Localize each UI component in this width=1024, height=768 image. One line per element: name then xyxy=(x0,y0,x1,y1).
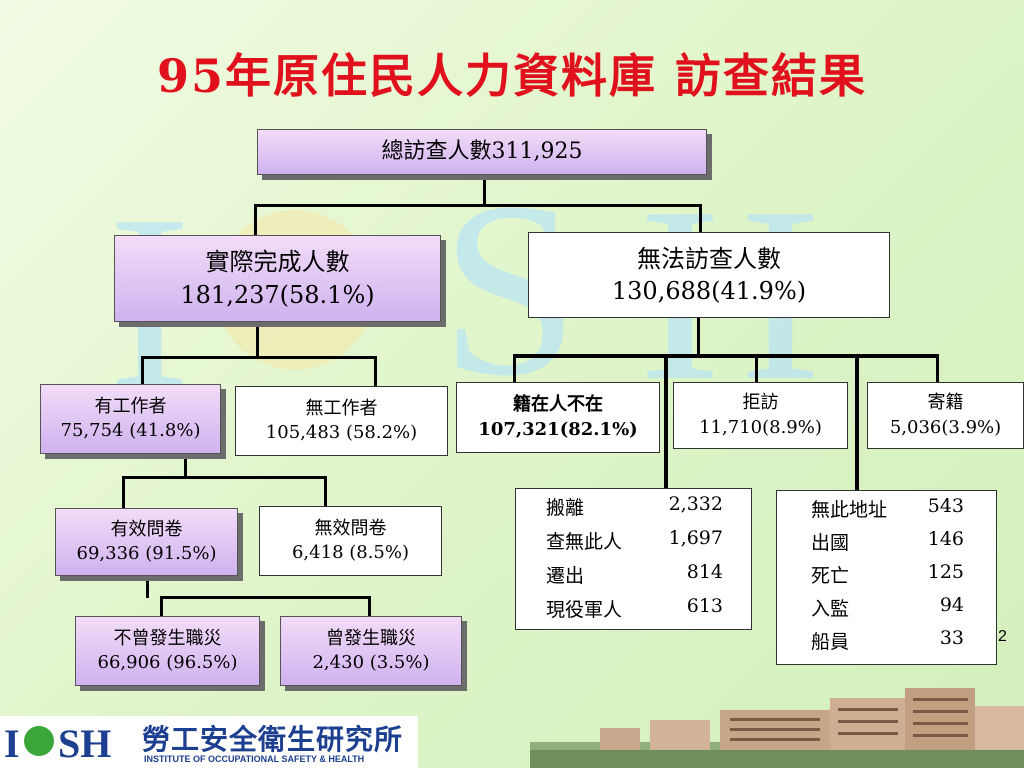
valid-questionnaire-box: 有效問卷 69,336 (91.5%) xyxy=(55,508,238,576)
employed-box: 有工作者 75,754 (41.8%) xyxy=(40,384,221,454)
list-item: 無此地址 543 xyxy=(811,495,964,525)
invalid-questionnaire-label: 無效問卷 xyxy=(314,517,387,539)
completed-value: 181,237(58.1%) xyxy=(180,280,375,309)
list-item-label: 船員 xyxy=(811,631,850,653)
injury-label: 曾發生職災 xyxy=(326,627,416,649)
list-item-label: 入監 xyxy=(811,598,850,620)
list-item-label: 遷出 xyxy=(546,565,585,587)
list-item: 搬離 2,332 xyxy=(546,493,723,523)
unemployed-value: 105,483 (58.2%) xyxy=(265,422,418,443)
list-item: 遷出 814 xyxy=(546,561,723,591)
list-item-value: 94 xyxy=(939,594,964,616)
list-item-value: 146 xyxy=(927,528,964,550)
absent-box: 籍在人不在 107,321(82.1%) xyxy=(456,382,660,453)
total-surveyed-label: 總訪查人數311,925 xyxy=(381,139,583,165)
employed-label: 有工作者 xyxy=(94,395,167,417)
registered-only-box: 寄籍 5,036(3.9%) xyxy=(867,382,1024,449)
unable-label: 無法訪查人數 xyxy=(637,244,781,273)
page-title: 95年原住民人力資料庫 訪查結果 xyxy=(156,49,868,103)
employed-value: 75,754 (41.8%) xyxy=(60,420,201,441)
completed-box: 實際完成人數 181,237(58.1%) xyxy=(114,235,441,322)
list-item-label: 查無此人 xyxy=(546,531,623,553)
list-item: 入監 94 xyxy=(811,594,964,624)
institute-building-image xyxy=(530,688,1024,768)
absent-value: 107,321(82.1%) xyxy=(478,418,638,440)
invalid-questionnaire-box: 無效問卷 6,418 (8.5%) xyxy=(259,506,442,576)
list-item: 船員 33 xyxy=(811,627,964,657)
list-item: 查無此人 1,697 xyxy=(546,527,723,557)
registered-breakdown-list: 無此地址 543 出國 146 死亡 125 入監 94 船員 33 xyxy=(776,490,997,665)
refused-label: 拒訪 xyxy=(742,392,779,414)
logo-name-zh: 勞工安全衛生研究所 xyxy=(142,723,404,756)
list-item-label: 死亡 xyxy=(811,565,850,587)
valid-questionnaire-value: 69,336 (91.5%) xyxy=(76,543,217,564)
unable-box: 無法訪查人數 130,688(41.9%) xyxy=(528,232,890,318)
list-item-value: 814 xyxy=(686,561,723,583)
refused-value: 11,710(8.9%) xyxy=(699,416,822,438)
list-item: 死亡 125 xyxy=(811,561,964,591)
no-injury-label: 不曾發生職災 xyxy=(113,627,222,649)
refused-box: 拒訪 11,710(8.9%) xyxy=(673,382,848,449)
registered-only-value: 5,036(3.9%) xyxy=(889,416,1002,438)
no-injury-value: 66,906 (96.5%) xyxy=(97,652,238,673)
list-item-label: 現役軍人 xyxy=(546,599,623,621)
unable-value: 130,688(41.9%) xyxy=(611,277,807,305)
total-surveyed-box: 總訪查人數311,925 xyxy=(257,129,707,175)
list-item-value: 125 xyxy=(927,561,964,583)
completed-label: 實際完成人數 xyxy=(205,248,350,277)
invalid-questionnaire-value: 6,418 (8.5%) xyxy=(291,542,410,563)
list-item-label: 無此地址 xyxy=(811,499,888,521)
logo-mark-sh: SH xyxy=(58,721,112,766)
list-item-value: 2,332 xyxy=(668,493,723,515)
logo-cross-icon xyxy=(24,726,54,756)
list-item-value: 613 xyxy=(686,595,723,617)
list-item: 現役軍人 613 xyxy=(546,595,723,625)
injury-box: 曾發生職災 2,430 (3.5%) xyxy=(280,616,462,686)
logo-name-en: INSTITUTE OF OCCUPATIONAL SAFETY & HEALT… xyxy=(144,754,365,764)
unemployed-label: 無工作者 xyxy=(305,397,378,419)
list-item-value: 33 xyxy=(939,627,964,649)
absent-label: 籍在人不在 xyxy=(513,394,603,416)
list-item: 出國 146 xyxy=(811,528,964,558)
list-item-label: 出國 xyxy=(811,532,850,554)
list-item-value: 1,697 xyxy=(668,527,723,549)
injury-value: 2,430 (3.5%) xyxy=(312,652,430,673)
page-number: 2 xyxy=(998,628,1007,645)
registered-only-label: 寄籍 xyxy=(927,392,964,414)
valid-questionnaire-label: 有效問卷 xyxy=(110,518,183,540)
no-injury-box: 不曾發生職災 66,906 (96.5%) xyxy=(75,616,260,686)
list-item-label: 搬離 xyxy=(546,497,585,519)
absent-breakdown-list: 搬離 2,332 查無此人 1,697 遷出 814 現役軍人 613 xyxy=(515,488,752,630)
list-item-value: 543 xyxy=(927,495,964,517)
logo-mark-i: I xyxy=(4,721,20,766)
institute-logo: I SH 勞工安全衛生研究所 INSTITUTE OF OCCUPATIONAL… xyxy=(0,716,418,768)
unemployed-box: 無工作者 105,483 (58.2%) xyxy=(235,386,448,456)
